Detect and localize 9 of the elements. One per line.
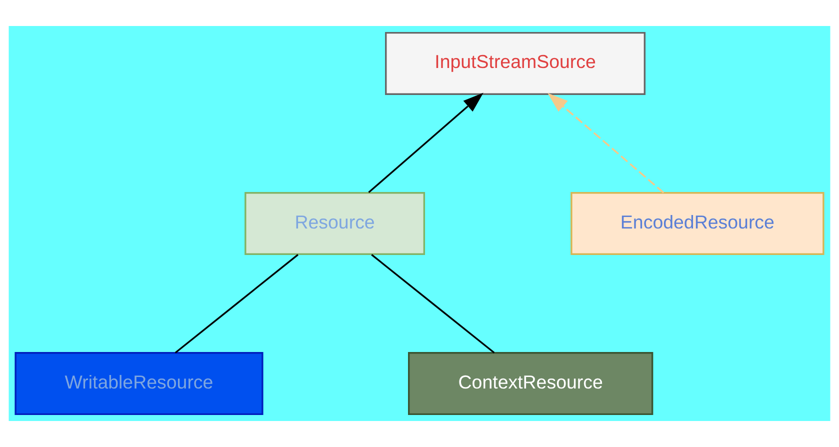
node-box: Resource: [244, 192, 426, 255]
connector: [371, 254, 495, 354]
node-box: EncodedResource: [570, 192, 824, 255]
arrow: [368, 92, 484, 193]
node-box: ContextResource: [408, 352, 654, 416]
connector: [174, 254, 298, 354]
node-box: InputStreamSource: [385, 32, 646, 95]
arrow: [548, 92, 664, 194]
node-box: WritableResource: [14, 352, 264, 416]
